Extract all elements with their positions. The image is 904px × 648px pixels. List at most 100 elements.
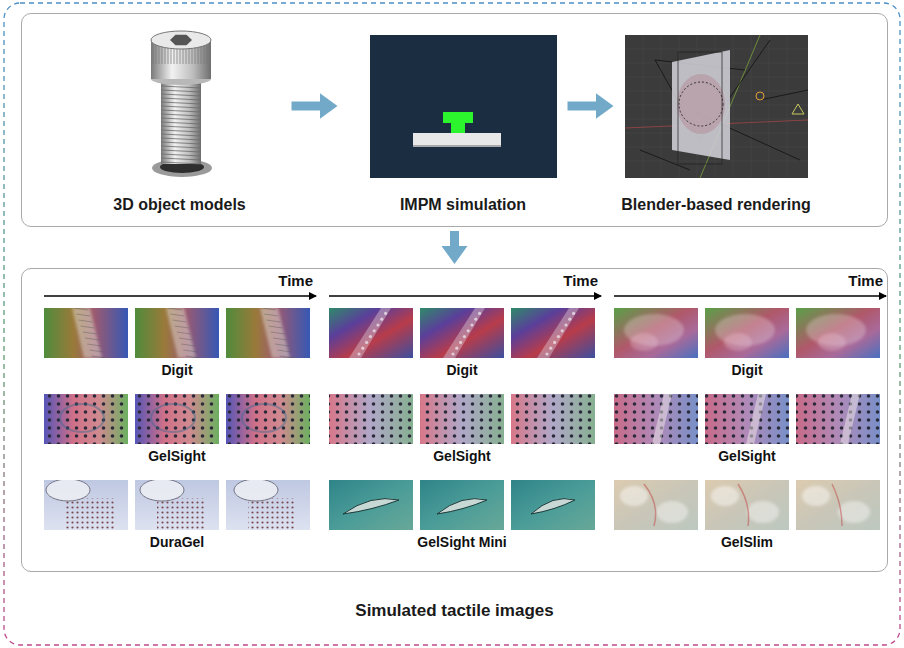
tactile-image [511, 308, 595, 358]
tactile-image [226, 394, 310, 444]
imprint-texture [568, 318, 571, 321]
sensor-label: Digit [731, 362, 762, 378]
bolt-knurl [204, 44, 205, 64]
imprint [652, 394, 672, 444]
sensor-plane [672, 50, 730, 160]
plane-tint [677, 74, 725, 134]
bolt-thread [161, 94, 201, 96]
object-stem [451, 122, 465, 133]
tactile-image [226, 308, 310, 358]
sensor-label: GelSight Mini [417, 534, 506, 550]
grid-line [769, 35, 770, 178]
tactile-ground [226, 394, 310, 444]
sensor-label: GelSight [718, 448, 776, 464]
tactile-image [705, 480, 789, 530]
tactile-ground [796, 480, 880, 530]
tactile-ground [44, 480, 128, 530]
imprint [630, 333, 658, 351]
simulation-ground [370, 35, 557, 178]
tactile-ground [329, 394, 413, 444]
bolt-thread [161, 102, 201, 104]
flow-arrow [450, 231, 459, 248]
tactile-image [420, 480, 504, 530]
tactile-ground [705, 394, 789, 444]
imprint-texture [455, 347, 458, 350]
tactile-ground [420, 480, 504, 530]
imprint-texture [545, 352, 548, 355]
imprint [234, 480, 278, 501]
tactile-image [44, 394, 128, 444]
imprint [537, 308, 579, 358]
imprint-texture [85, 338, 99, 340]
bolt-top [151, 31, 211, 49]
blender-view [625, 35, 808, 178]
imprint [746, 394, 766, 444]
imprint [260, 308, 290, 358]
tactile-ground [511, 308, 595, 358]
imprint-texture [357, 352, 360, 355]
tactile-ground [796, 308, 880, 358]
tactile-ground [420, 308, 504, 358]
tactile-image [135, 308, 219, 358]
imprint-texture [81, 326, 95, 328]
time-label: Time [563, 272, 598, 289]
tactile-ground [226, 480, 310, 530]
tactile-ground [614, 394, 698, 444]
imprint-texture [170, 314, 184, 316]
tactile-ground [135, 480, 219, 530]
imprint-texture [369, 335, 372, 338]
grid-line [733, 35, 734, 178]
dashed-frame [4, 3, 900, 645]
gel-pad [413, 133, 501, 147]
time-arrow [329, 295, 601, 297]
imprint-texture [478, 312, 481, 315]
imprint [840, 394, 860, 444]
pipeline-step: IMPM simulation [370, 35, 557, 178]
tactile-image [796, 480, 880, 530]
bolt-thread [161, 90, 201, 92]
marker-grid [135, 394, 219, 444]
sensor-label: DuraGel [150, 534, 204, 550]
imprint-texture [92, 356, 106, 358]
tactile-ground [135, 394, 219, 444]
tactile-ground [796, 394, 880, 444]
bolt-knurl [153, 44, 154, 64]
imprint-texture [177, 332, 191, 334]
imprint-texture [376, 323, 379, 326]
imprint-texture [277, 350, 291, 352]
bolt-thread [161, 106, 201, 108]
imprint [443, 308, 485, 358]
sensor-label: GelSight [433, 448, 491, 464]
tactile-ground [44, 394, 128, 444]
hex-socket [170, 35, 192, 45]
imprint [644, 484, 656, 526]
bolt-thread [161, 130, 201, 132]
time-arrow [44, 295, 316, 297]
imprint [818, 333, 846, 351]
imprint-texture [271, 332, 285, 334]
tactile-ground [329, 308, 413, 358]
bolt-model [151, 31, 212, 177]
imprint-texture [273, 338, 287, 340]
imprint-texture [470, 323, 473, 326]
tactile-image [614, 394, 698, 444]
imprint-texture [168, 308, 182, 310]
imprint-texture [463, 335, 466, 338]
imprint-texture [89, 350, 103, 352]
imprint-texture [183, 350, 197, 352]
marker-grid [157, 498, 205, 530]
imprint-texture [181, 344, 195, 346]
pipeline-step: Blender-based rendering [625, 35, 808, 178]
imprint-texture [365, 341, 368, 344]
imprint-texture [572, 312, 575, 315]
tactile-image [511, 480, 595, 530]
imprint-texture [83, 332, 97, 334]
imprint-texture [74, 308, 88, 310]
tactile-image [420, 308, 504, 358]
imprint-texture [557, 335, 560, 338]
bolt-knurl [207, 44, 208, 64]
imprint-texture [269, 326, 283, 328]
